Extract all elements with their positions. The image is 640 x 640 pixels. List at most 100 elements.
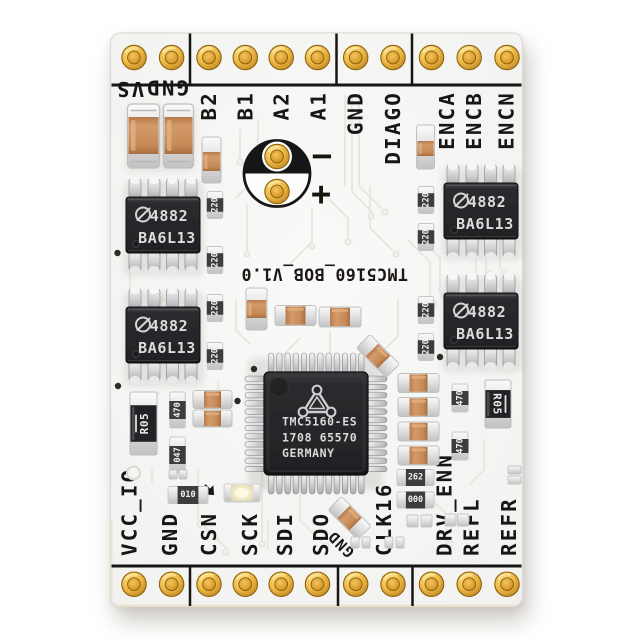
resistor-value: 000 [408,495,423,505]
smd-resistor-part [206,198,224,212]
gold-pin-pad-part [274,50,289,65]
resistor-value: R05 [491,393,504,415]
solder-pad [444,513,457,527]
pin-label-top-1: GND [145,76,189,100]
qfp-pin [365,416,388,423]
alpha-omega-logo [135,206,151,223]
gold-pin-pad-part [199,573,213,580]
pin1-dimple [450,336,458,344]
gold-pin-pad [196,571,222,597]
plus-sign: + [311,174,331,213]
qfp-pin [333,472,340,495]
components-part [356,334,400,378]
driver-ic-lot-code: BA6L13 [456,325,514,343]
gold-pin-pad-part [383,573,397,580]
driver-ic-lot-code: BA6L13 [456,215,514,233]
ic-pin-foot [503,362,515,370]
pin-label-bottom-2: CSN [197,512,221,556]
sense-resistor-part [487,391,490,417]
smd-resistor-part [169,446,186,464]
gold-pin-pad-part [497,46,511,53]
ic-body [125,196,201,254]
trinamic-logo-part [308,396,326,410]
gold-pin-pad-part [310,577,325,592]
gold-pin-pad [158,571,185,597]
smd-capacitor-part [331,309,349,313]
bottom-pin-header [121,571,520,597]
qfp-pin [341,352,348,375]
smd-resistor-part [206,349,224,363]
resistor-value: 220 [211,252,221,267]
resistor-value: R05 [138,413,151,435]
gold-pin-pad [232,44,259,71]
drill-dot [250,365,258,373]
resistor-value: 220 [422,192,432,207]
qfp-pin [358,472,365,495]
gold-pin-pad-part [267,180,281,187]
gold-pin-pad [342,571,369,597]
components: 4882BA6L134882BA6L134882BA6L134882BA6L13… [114,103,522,549]
gold-pin-pad-part [127,577,141,592]
qfp-pin [268,352,275,375]
sense-resistor: R05 [484,379,512,429]
qfp-pin [276,352,283,375]
bulk-capacitor [162,103,195,169]
gold-pin-pad-part [500,50,514,65]
resistor-value: 220 [211,300,221,315]
solder-pad [420,514,433,528]
gold-pin-pad [380,44,406,71]
smd-resistor: 470 [451,383,469,413]
ic-pin-foot [130,176,140,184]
qfp-pin [309,472,316,495]
gold-pin-pad [268,571,294,597]
resistor-value: 047 [173,447,183,462]
smd-resistor: 010 [167,486,209,504]
trinamic-logo-part [311,384,323,396]
silk-separator [336,567,340,606]
smd-resistor-part [206,301,224,315]
smd-resistor-part [169,401,186,419]
qfp-pin [365,433,388,440]
trace-line [328,198,350,240]
silk-separator [335,33,338,84]
via-dot [258,540,266,548]
resistor-value: 470 [456,438,466,453]
gold-pin-pad [121,571,147,597]
resistor-value: 220 [422,339,432,354]
smd-capacitor [245,287,268,331]
via-dot [322,542,330,550]
led [223,483,261,503]
gold-pin-pad-part [424,50,439,65]
smd-resistor-part [451,391,469,405]
minus-sign: − [312,136,332,176]
bulk-capacitor-part [131,120,136,151]
gold-pin-pad-part [274,577,289,592]
ic-pin-foot [447,362,459,370]
pin-label-top-0: VS [115,77,144,101]
alpha-omega-logo-part [454,303,469,317]
qfp-pin [244,441,267,448]
smd-capacitor [274,305,317,326]
ic-pin-foot [167,286,178,294]
via-dot [381,208,389,216]
solder-pad [406,514,419,528]
ic-pin-foot [167,266,178,274]
gold-pin-pad-part [202,50,216,65]
smd-capacitor-part [376,346,388,358]
via-dot [196,520,204,528]
gold-pin-pad-part [308,573,322,580]
ic-pin-foot [467,162,477,170]
trinamic-logo [297,384,337,418]
gold-pin-pad-part [236,573,250,580]
qfp-pin [244,383,267,390]
mcu-body [263,371,369,476]
alpha-omega-logo [453,302,469,319]
pin-label-top-2: B2 [197,91,221,120]
ic-pin-foot [167,176,178,184]
solder-pad [384,536,394,549]
ic-pin-foot [504,162,514,170]
trace-line [468,438,486,486]
pin-label-top-3: B1 [234,91,258,120]
gold-pin-pad [304,44,331,71]
